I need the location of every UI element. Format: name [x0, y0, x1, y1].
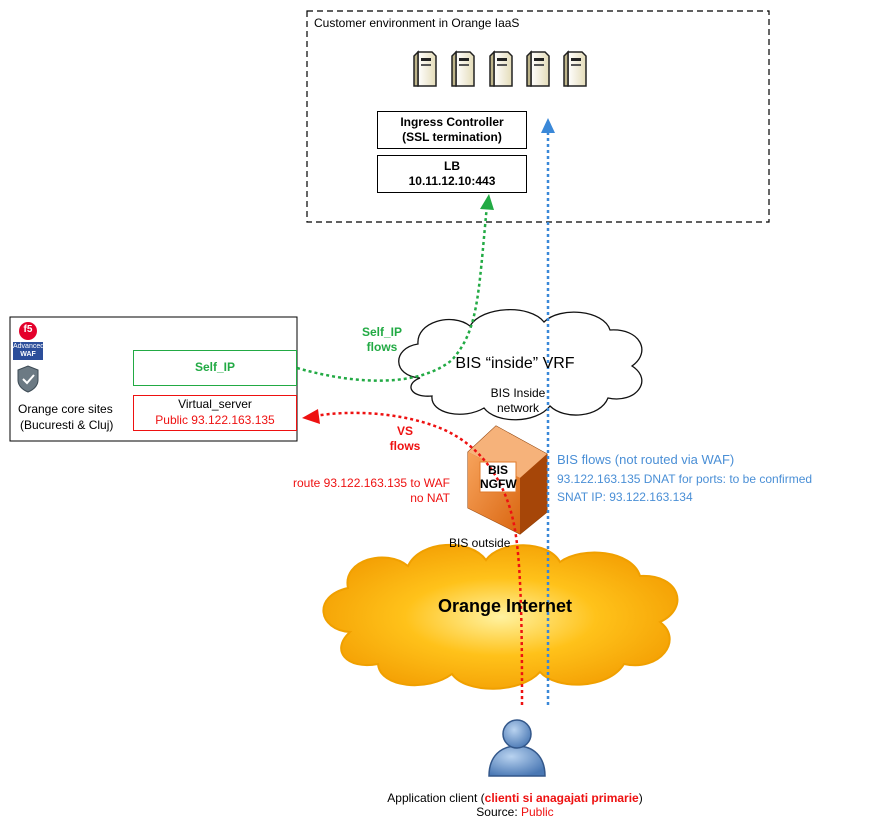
vs-flow-line [314, 411, 524, 706]
ngfw-label: BIS NGFW [480, 463, 517, 491]
vs-flow-arrowhead [302, 409, 320, 424]
lb-line1: LB [444, 159, 460, 173]
orange-core-sites-label: Orange core sites [18, 402, 113, 416]
route-note-line2: no NAT [410, 491, 450, 505]
self-ip-flows-label: Self_IP flows [352, 325, 412, 355]
ingress-controller-line1: Ingress Controller [400, 115, 504, 129]
application-client-icon [488, 719, 546, 777]
advanced-waf-logo [13, 320, 43, 397]
client-source-label: Source: Public [250, 805, 780, 819]
vs-flows-label: VS flows [380, 424, 430, 454]
orange-internet-label: Orange Internet [437, 596, 573, 616]
server-icons [413, 50, 587, 87]
ingress-controller-box: Ingress Controller (SSL termination) [377, 111, 527, 149]
f5-logo-text: f5 [23, 324, 33, 335]
application-client-label: Application client (clienti si anagajati… [250, 791, 780, 805]
self-ip-flows-line2: flows [366, 340, 398, 354]
lb-box: LB 10.11.12.10:443 [377, 155, 527, 193]
virtual-server-box [133, 395, 297, 431]
ingress-controller-line2: (SSL termination) [402, 130, 502, 144]
vs-flows-line1: VS [396, 424, 413, 438]
self-ip-flows-line1: Self_IP [361, 325, 403, 339]
ngfw-icon [467, 425, 548, 535]
bis-inside-network-line1: BIS Inside [490, 386, 546, 400]
bis-outside-label: BIS outside [449, 536, 511, 550]
self-ip-flow-arrowhead [480, 194, 494, 210]
advanced-waf-label-line2: WAF [20, 351, 36, 358]
server-icon [451, 50, 475, 87]
advanced-waf-label-line1: Advanced [13, 343, 45, 350]
server-icon [489, 50, 513, 87]
vs-flows-line2: flows [389, 439, 421, 453]
virtual-server-label: Virtual_server [178, 397, 252, 411]
bis-inside-cloud [398, 309, 643, 421]
bis-inside-network-line2: network [496, 401, 540, 415]
orange-internet-cloud [322, 543, 679, 690]
bis-flows-title: BIS flows (not routed via WAF) [557, 452, 735, 467]
orange-core-sites-location: (Bucuresti & Cluj) [20, 418, 114, 432]
bis-inside-vrf-label: BIS “inside” VRF [455, 355, 575, 372]
bis-flow-arrowhead [541, 118, 555, 133]
virtual-server-ip: Public 93.122.163.135 [155, 413, 275, 427]
server-icon [526, 50, 550, 87]
client-source-prefix: Source: [476, 805, 521, 819]
lb-line2: 10.11.12.10:443 [408, 174, 496, 188]
route-note: route 93.122.163.135 to WAF no NAT [280, 476, 450, 506]
server-icon [563, 50, 587, 87]
customer-env-box [306, 10, 770, 223]
self-ip-box [133, 350, 297, 386]
self-ip-label: Self_IP [194, 360, 236, 374]
client-highlight: clienti si anagajati primarie [484, 791, 639, 805]
flow-lines [296, 118, 555, 706]
client-source-value: Public [521, 805, 554, 819]
bis-flows-snat: SNAT IP: 93.122.163.134 [557, 490, 693, 504]
route-note-line1: route 93.122.163.135 to WAF [293, 476, 450, 490]
client-suffix: ) [638, 791, 643, 805]
client-prefix: Application client ( [387, 791, 485, 805]
bis-flows-dnat: 93.122.163.135 DNAT for ports: to be con… [557, 472, 813, 486]
ngfw-line1: BIS [487, 463, 508, 477]
server-icon [413, 50, 437, 87]
ngfw-line2: NGFW [480, 477, 517, 491]
customer-env-title: Customer environment in Orange IaaS [314, 16, 520, 30]
